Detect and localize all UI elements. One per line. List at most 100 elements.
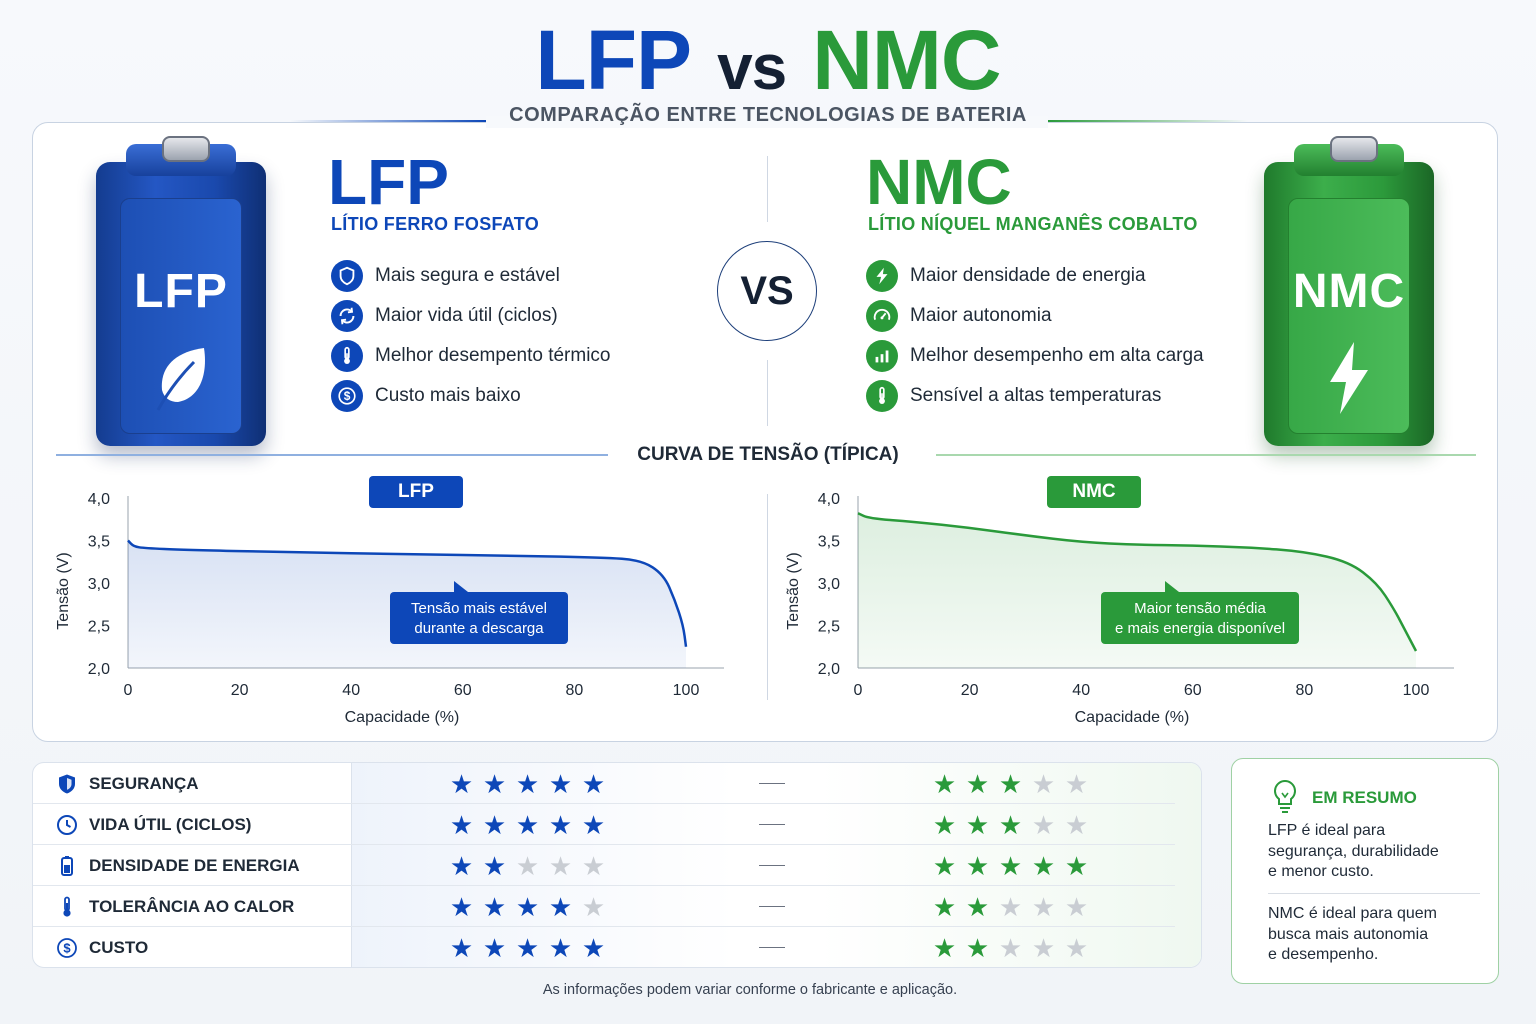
rating-label: TOLERÂNCIA AO CALOR: [89, 896, 295, 916]
rating-label: VIDA ÚTIL (CICLOS): [89, 814, 252, 834]
star-filled-icon: ★: [515, 809, 540, 840]
title-lfp: LFP: [535, 13, 692, 107]
x-tick-label: 60: [454, 682, 472, 699]
nmc-star-rating: ★★★★★: [928, 851, 1093, 881]
y-tick-label: 2,5: [818, 619, 840, 636]
lfp-feature: Melhor desempento térmico: [331, 336, 611, 376]
star-filled-icon: ★: [482, 850, 507, 881]
y-tick-label: 3,5: [818, 534, 840, 551]
star-empty-icon: ★: [581, 850, 606, 881]
y-tick-label: 3,0: [818, 576, 840, 593]
x-tick-label: 40: [342, 682, 360, 699]
star-empty-icon: ★: [515, 850, 540, 881]
svg-text:$: $: [63, 940, 71, 955]
summary-line: NMC é ideal para quem: [1268, 905, 1437, 922]
star-empty-icon: ★: [1064, 768, 1089, 799]
curve-area: [858, 513, 1416, 668]
ratings-table: SEGURANÇA★★★★★★★★★★VIDA ÚTIL (CICLOS)★★★…: [32, 762, 1202, 968]
star-empty-icon: ★: [1031, 891, 1056, 922]
rating-row: TOLERÂNCIA AO CALOR★★★★★★★★★★: [33, 886, 1201, 927]
voltage-curve-line: [127, 539, 688, 647]
table-column-divider: [351, 763, 352, 967]
rating-row: DENSIDADE DE ENERGIA★★★★★★★★★★: [33, 845, 1201, 886]
star-empty-icon: ★: [1031, 932, 1056, 963]
title-nmc: NMC: [812, 13, 1001, 107]
chart-divider: [767, 494, 768, 700]
nmc-chart-tag: NMC: [1047, 476, 1141, 508]
x-tick-label: 0: [854, 682, 863, 699]
star-filled-icon: ★: [548, 932, 573, 963]
subtitle: COMPARAÇÃO ENTRE TECNOLOGIAS DE BATERIA: [509, 104, 1027, 126]
star-filled-icon: ★: [548, 891, 573, 922]
row-separator-dash: [759, 946, 785, 949]
star-filled-icon: ★: [965, 768, 990, 799]
x-tick-label: 20: [961, 682, 979, 699]
star-filled-icon: ★: [548, 809, 573, 840]
row-separator-dash: [759, 864, 785, 867]
rating-row: SEGURANÇA★★★★★★★★★★: [33, 763, 1201, 804]
y-axis-label: Tensão (V): [55, 552, 72, 629]
nmc-feature-text: Maior densidade de energia: [910, 265, 1146, 286]
star-empty-icon: ★: [998, 891, 1023, 922]
gauge-icon: [866, 300, 898, 332]
star-filled-icon: ★: [1064, 850, 1089, 881]
lightning-icon: [1330, 342, 1368, 414]
lfp-battery-terminal: [162, 136, 210, 162]
center-divider-top: [767, 156, 768, 222]
svg-text:$: $: [344, 389, 351, 403]
nmc-feature-text: Melhor desempenho em alta carga: [910, 345, 1204, 366]
star-empty-icon: ★: [548, 850, 573, 881]
x-axis-label: Capacidade (%): [345, 709, 460, 726]
lfp-feature: Mais segura e estável: [331, 256, 611, 296]
dollar-icon: $: [55, 936, 79, 960]
nmc-feature-text: Maior autonomia: [910, 305, 1052, 326]
clock-icon: [55, 813, 79, 837]
nmc-feature: Maior autonomia: [866, 296, 1204, 336]
row-divider: [33, 885, 1175, 886]
main-title: LFP vs NMC: [0, 14, 1536, 113]
lfp-star-rating: ★★★★★: [445, 892, 610, 922]
star-filled-icon: ★: [965, 932, 990, 963]
star-filled-icon: ★: [449, 809, 474, 840]
star-filled-icon: ★: [581, 809, 606, 840]
summary-nmc: NMC é ideal para quem busca mais autonom…: [1268, 904, 1480, 966]
x-tick-label: 80: [566, 682, 584, 699]
lfp-feature-text: Custo mais baixo: [375, 385, 521, 406]
star-filled-icon: ★: [449, 891, 474, 922]
row-separator-dash: [759, 782, 785, 785]
title-vs: vs: [717, 31, 787, 103]
y-tick-label: 2,5: [88, 619, 110, 636]
callout-text: Maior tensão média: [1134, 600, 1266, 617]
summary-line: e menor custo.: [1268, 863, 1374, 880]
nmc-feature: Sensível a altas temperaturas: [866, 376, 1204, 416]
row-separator-dash: [759, 823, 785, 826]
summary-line: busca mais autonomia: [1268, 925, 1429, 943]
star-empty-icon: ★: [1031, 768, 1056, 799]
star-filled-icon: ★: [998, 768, 1023, 799]
star-filled-icon: ★: [965, 891, 990, 922]
y-tick-label: 3,0: [88, 576, 110, 593]
x-axis-label: Capacidade (%): [1075, 709, 1190, 726]
star-filled-icon: ★: [449, 768, 474, 799]
summary-lfp: LFP é ideal para segurança, durabilidade…: [1268, 821, 1480, 883]
star-filled-icon: ★: [932, 932, 957, 963]
summary-title: EM RESUMO: [1312, 788, 1417, 807]
footnote: As informações podem variar conforme o f…: [542, 982, 958, 998]
nmc-star-rating: ★★★★★: [928, 769, 1093, 799]
lfp-star-rating: ★★★★★: [445, 851, 610, 881]
lfp-star-rating: ★★★★★: [445, 810, 610, 840]
thermometer-icon: [866, 380, 898, 412]
y-axis-label: Tensão (V): [785, 552, 802, 629]
shield-icon: [55, 772, 79, 796]
star-empty-icon: ★: [1031, 809, 1056, 840]
lfp-star-rating: ★★★★★: [445, 933, 610, 963]
y-tick-label: 4,0: [818, 491, 840, 508]
row-divider: [33, 844, 1175, 845]
dollar-icon: $: [331, 380, 363, 412]
lfp-feature-text: Maior vida útil (ciclos): [375, 305, 558, 326]
rating-label: DENSIDADE DE ENERGIA: [89, 855, 300, 875]
shield-icon: [331, 260, 363, 292]
lfp-subtitle: LÍTIO FERRO FOSFATO: [331, 214, 540, 234]
